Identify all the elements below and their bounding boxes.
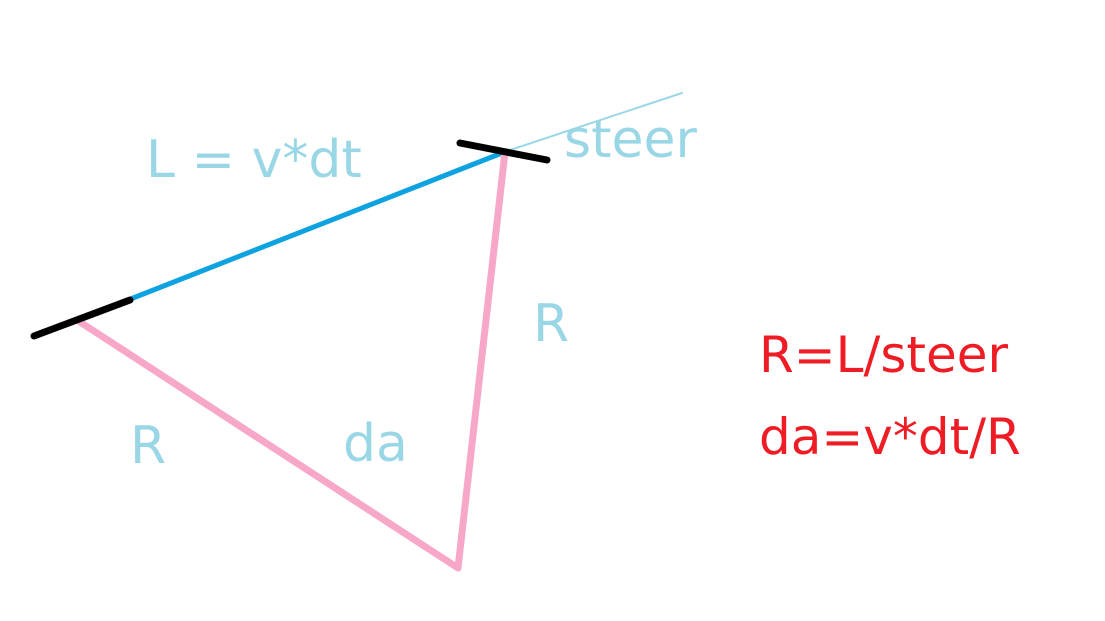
- formula-angle: da=v*dt/R: [759, 408, 1021, 466]
- steer-direction-line: [506, 92, 683, 152]
- formula-radius: R=L/steer: [759, 326, 1009, 384]
- radius-line-left: [76, 318, 462, 572]
- radius-line-right: [454, 148, 509, 572]
- radius-label-right: R: [533, 294, 570, 354]
- front-wheel: [456, 139, 551, 164]
- steer-label: steer: [564, 110, 697, 170]
- angle-label: da: [343, 414, 408, 474]
- travel-segment: [125, 148, 510, 303]
- length-label: L = v*dt: [146, 130, 362, 190]
- radius-label-left: R: [130, 416, 167, 476]
- rear-wheel: [30, 296, 134, 340]
